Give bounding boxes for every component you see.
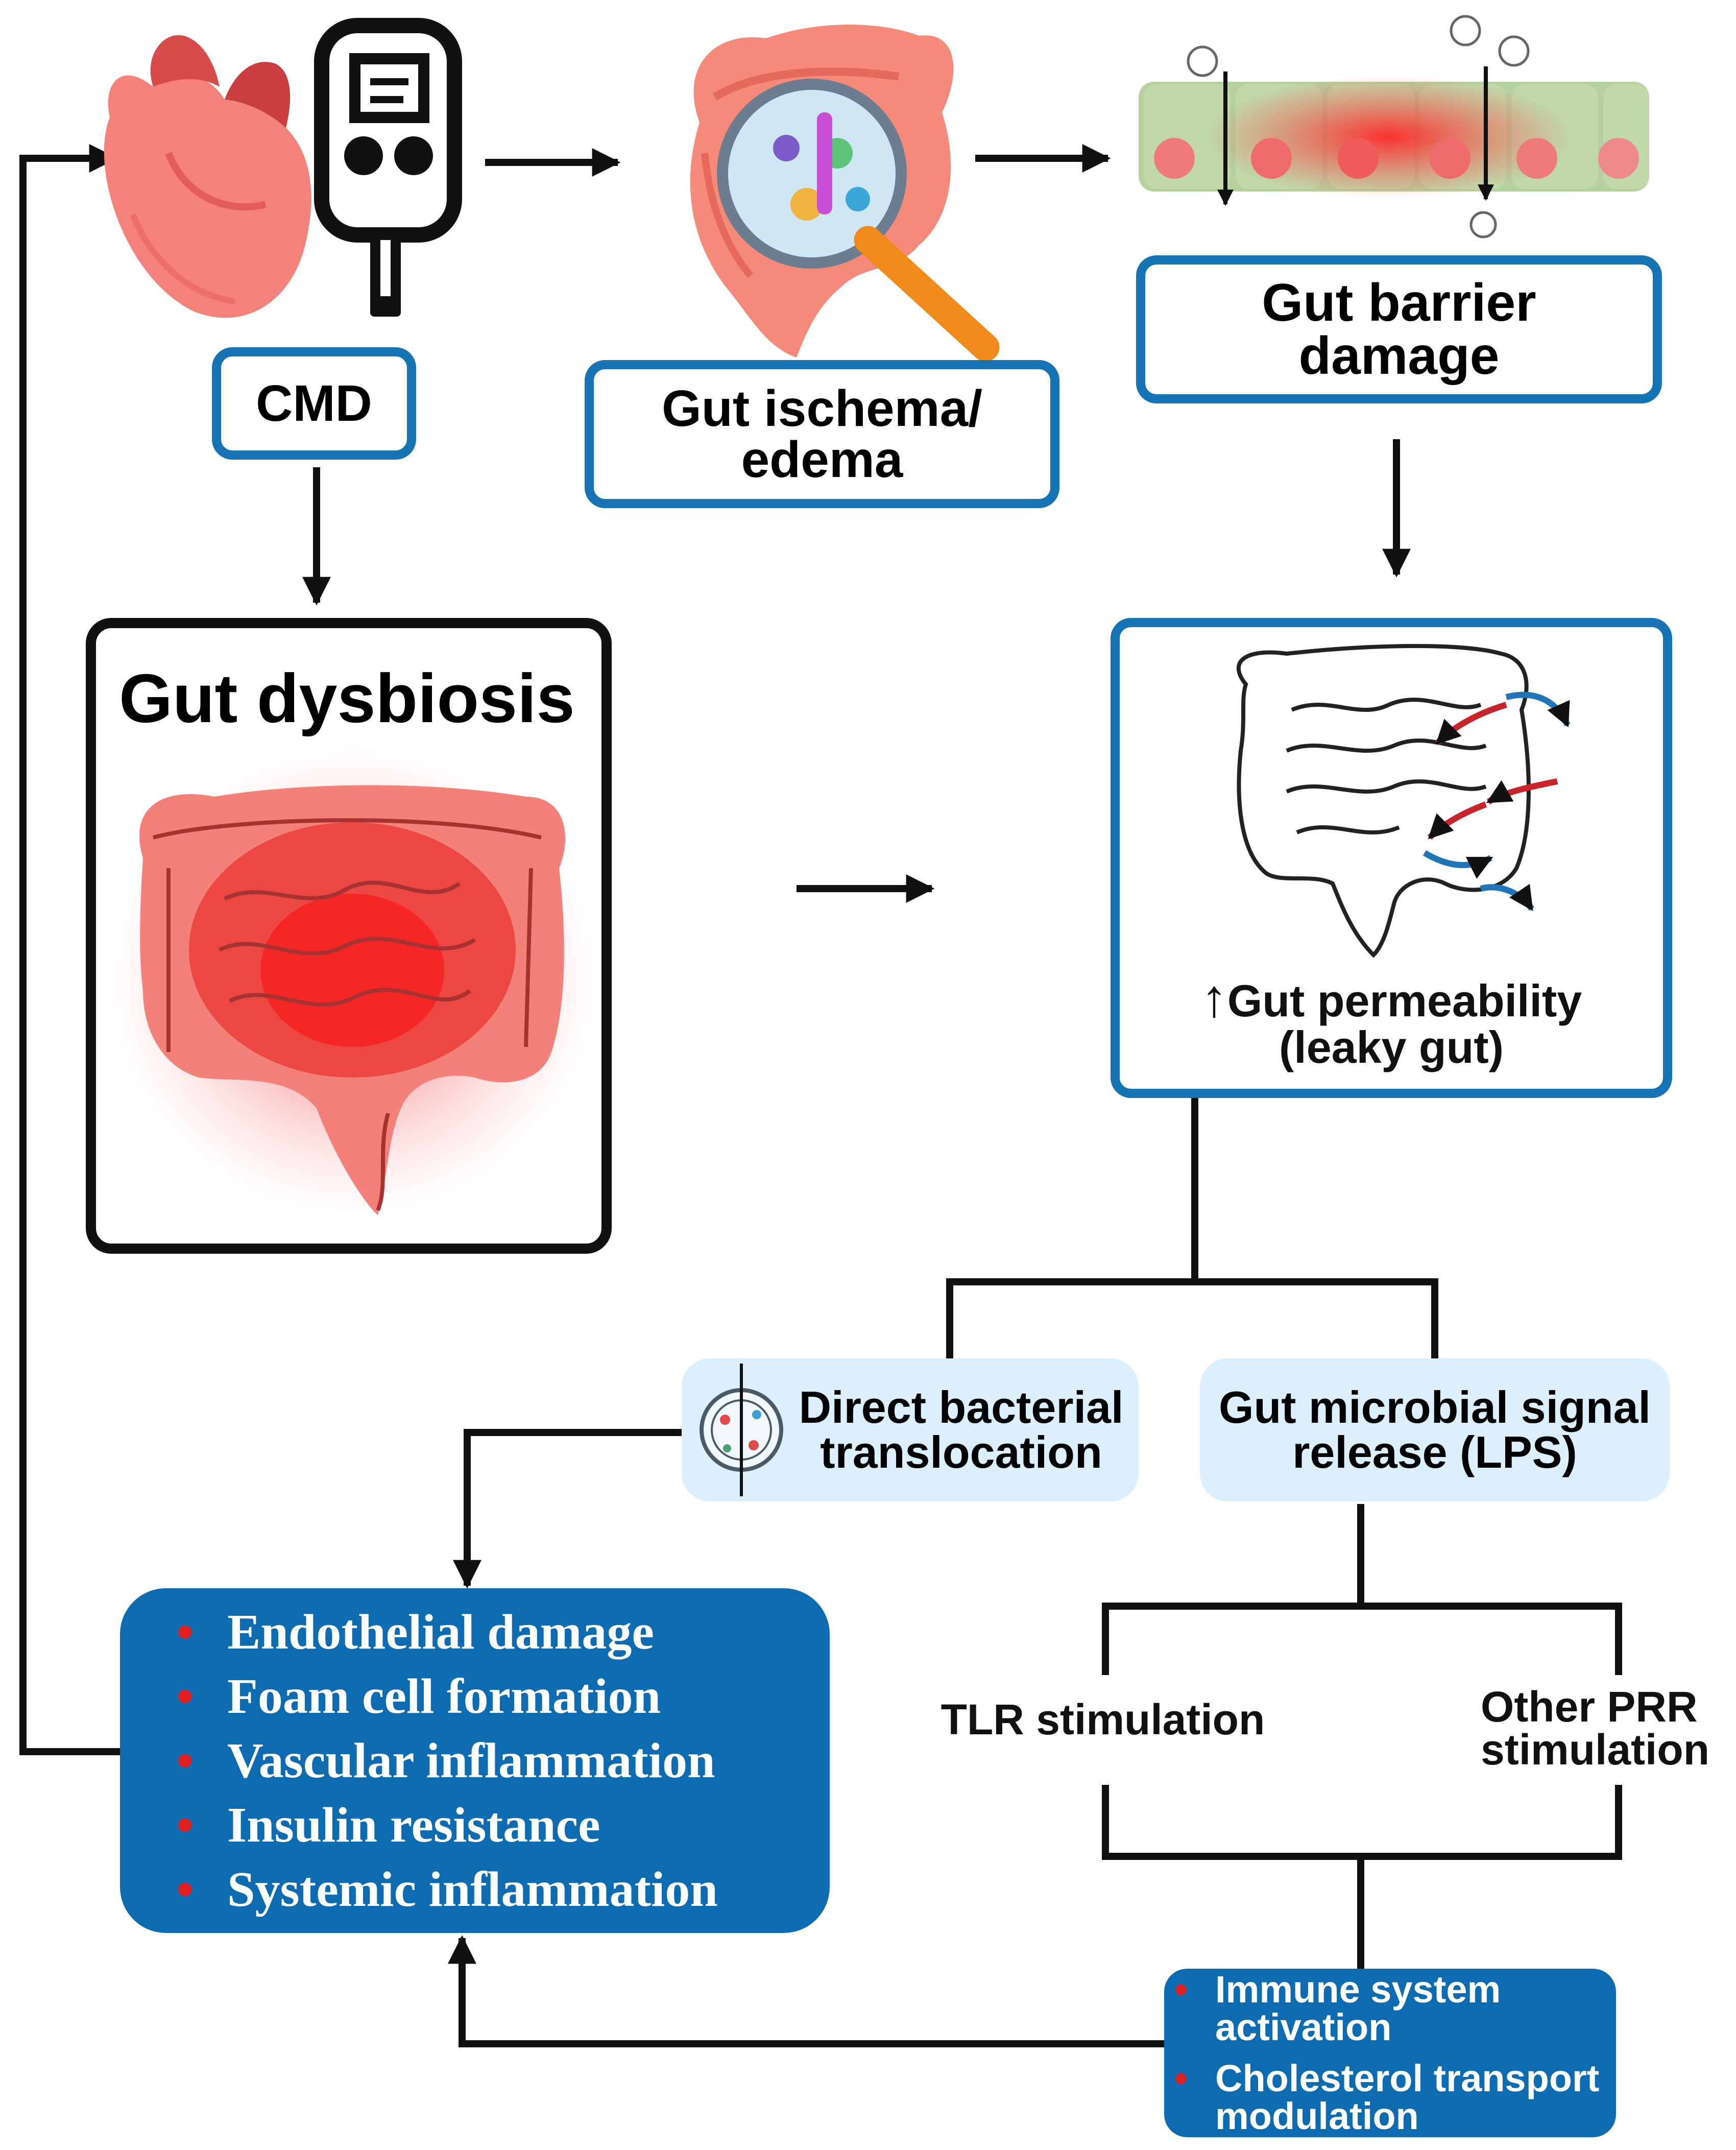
permeability-label: ↑Gut permeability (leaky gut) [1120,972,1663,1070]
immune-item: Cholesterol transport modulation [1164,2060,1599,2135]
translocation-label-line1: Direct bacterial [799,1382,1124,1432]
prr-label-line1: Other PRR [1481,1683,1698,1731]
glucose-meter-icon [314,18,462,317]
gut-ischemia-box: Gut ischema/ edema [585,360,1059,508]
gut-dysbiosis-box: Gut dysbiosis [86,618,612,1254]
immune-item-line2: modulation [1215,2095,1419,2137]
barrier-label-line1: Gut barrier [1262,273,1536,332]
split-from-lps [1102,1504,1622,1675]
translocation-label-line2: translocation [820,1427,1102,1477]
barrier-label-line2: damage [1298,326,1500,386]
dysbiosis-title: Gut dysbiosis [119,660,575,737]
arrow-immune-to-effects [448,1935,1164,2047]
merge-to-immune [1102,1785,1622,1969]
effect-item: Systemic inflammation [176,1857,718,1922]
lps-release-box: Gut microbial signal release (LPS) [1200,1358,1670,1501]
feedback-loop-effects-to-cmd [19,144,123,1755]
connector-lines [19,144,1622,2047]
effect-item: Endothelial damage [176,1600,718,1664]
bacterial-translocation-box: Direct bacterial translocation [682,1358,1139,1501]
immune-item: Immune system activation [1164,1971,1599,2046]
permeability-label-line1: Gut permeability [1227,975,1582,1026]
immune-item-line1: Cholesterol transport [1215,2057,1600,2099]
cmd-box: CMD [212,347,416,460]
tlr-label: TLR stimulation [941,1695,1265,1743]
immune-list: Immune system activation Cholesterol tra… [1164,1971,1599,2135]
ischemia-label-line1: Gut ischema/ [662,380,982,437]
prr-label-line2: stimulation [1481,1726,1710,1774]
immune-item-line2: activation [1215,2006,1392,2048]
effect-item: Vascular inflammation [176,1729,718,1793]
prr-label: Other PRR stimulation [1481,1685,1726,1771]
heart-icon [104,35,311,318]
permeability-label-line2: (leaky gut) [1279,1022,1504,1072]
lps-label-line2: release (LPS) [1292,1427,1577,1477]
cardiovascular-effects-box: Endothelial damage Foam cell formation V… [120,1588,830,1933]
arrow-translocation-to-effects [453,1429,682,1589]
split-from-permeability [946,1095,1438,1361]
effects-list: Endothelial damage Foam cell formation V… [176,1600,718,1922]
immune-activation-box: Immune system activation Cholesterol tra… [1164,1969,1616,2137]
effect-item: Foam cell formation [176,1664,718,1729]
effect-item: Insulin resistance [176,1793,718,1857]
lps-label-line1: Gut microbial signal [1219,1382,1651,1432]
gut-barrier-cells-icon [1139,15,1649,238]
cmd-label: CMD [256,375,372,432]
colon-magnifier-icon [690,25,1000,362]
immune-item-line1: Immune system [1215,1968,1501,2011]
gut-barrier-box: Gut barrier damage [1136,255,1662,403]
ischemia-label-line2: edema [741,431,903,488]
up-arrow-icon: ↑ [1200,969,1227,1028]
gut-permeability-box: ↑Gut permeability (leaky gut) [1111,618,1672,1098]
